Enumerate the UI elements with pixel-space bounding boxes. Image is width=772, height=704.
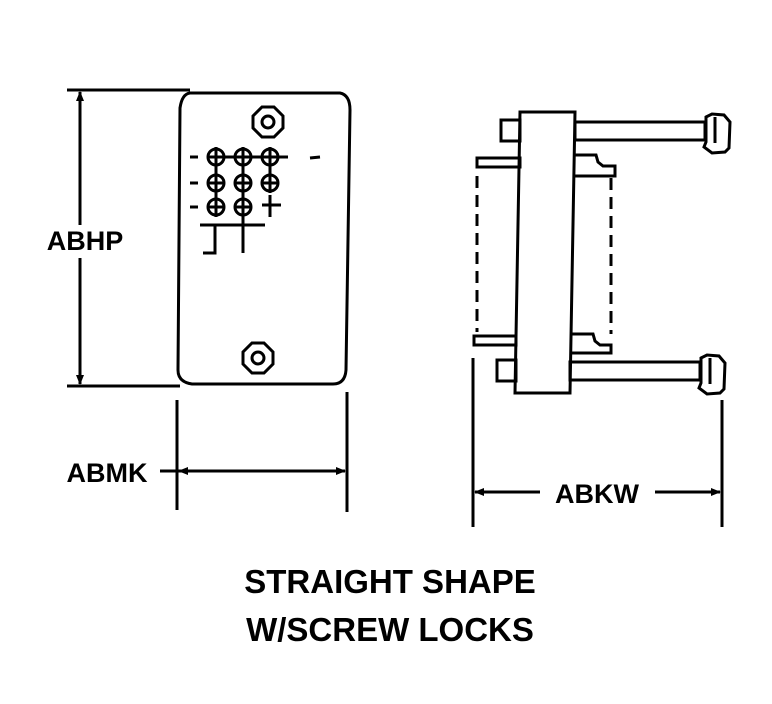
bottom-flange	[571, 332, 613, 355]
bottom-left-pin	[472, 334, 518, 347]
connector-plate	[176, 91, 352, 386]
dimension-lines	[67, 88, 724, 527]
side-view	[472, 110, 732, 396]
connector-body	[513, 110, 577, 395]
top-flange	[575, 153, 617, 178]
top-screw-knob	[702, 112, 732, 155]
bottom-screw-head	[495, 358, 518, 383]
depth-dimension-label: ABKW	[555, 479, 639, 509]
width-dimension-label: ABMK	[67, 458, 148, 488]
front-view	[176, 91, 352, 386]
bottom-screw-rod	[568, 360, 702, 382]
bottom-mounting-hole	[241, 341, 275, 375]
top-mounting-hole	[251, 105, 285, 139]
top-screw-rod	[573, 120, 707, 142]
bottom-screw-knob	[697, 353, 727, 396]
contact-pattern	[190, 147, 321, 255]
height-dimension-label: ABHP	[47, 226, 124, 256]
caption-line-2: W/SCREW LOCKS	[246, 611, 534, 648]
top-screw-head	[499, 118, 522, 143]
caption-line-1: STRAIGHT SHAPE	[244, 563, 536, 600]
top-left-pin	[475, 156, 522, 169]
